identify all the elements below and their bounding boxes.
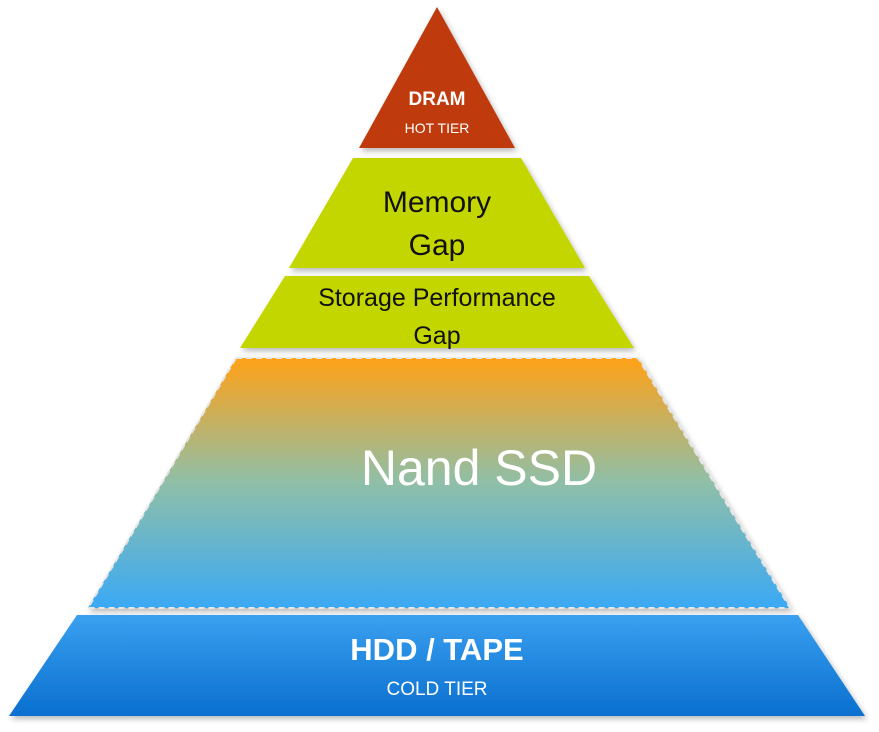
hdd-tape-tier: HDD / TAPE COLD TIER — [9, 615, 865, 716]
storage-performance-gap-tier: Storage Performance Gap — [240, 276, 634, 350]
nand-ssd-tier-shape — [86, 357, 792, 609]
storage-gap-line2: Gap — [413, 322, 460, 350]
storage-gap-tier-shape — [240, 276, 634, 348]
dram-tier: DRAM HOT TIER — [359, 7, 515, 148]
memory-gap-tier-shape — [289, 158, 585, 268]
nand-ssd-tier: Nand SSD — [86, 357, 792, 609]
dram-subtitle: HOT TIER — [405, 120, 470, 136]
memory-gap-line2: Gap — [409, 229, 466, 262]
memory-gap-tier: Memory Gap — [289, 158, 585, 268]
storage-gap-line1: Storage Performance — [318, 284, 556, 312]
dram-title: DRAM — [409, 89, 466, 110]
nand-ssd-title: Nand SSD — [361, 440, 597, 496]
hdd-tape-title: HDD / TAPE — [350, 632, 523, 667]
hdd-tape-subtitle: COLD TIER — [386, 679, 487, 700]
memory-gap-line1: Memory — [383, 186, 491, 219]
dram-tier-shape — [359, 7, 515, 148]
hdd-tape-tier-shape — [9, 615, 865, 716]
